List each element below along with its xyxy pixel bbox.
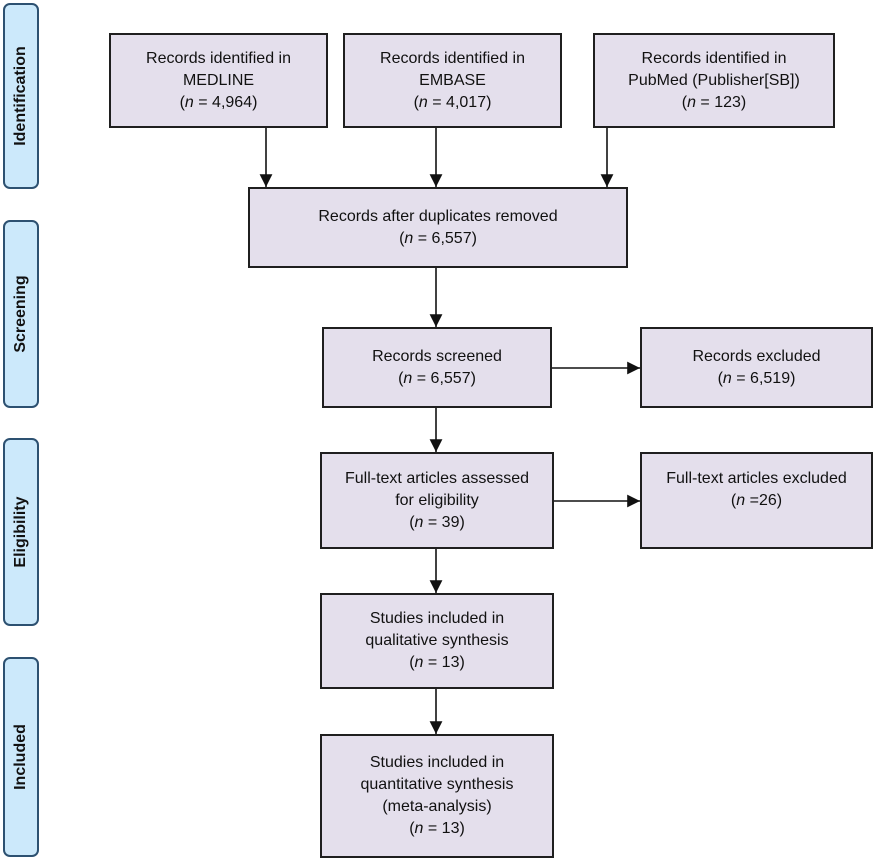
stage-identification: Identification	[3, 3, 39, 189]
box-quantitative-synthesis: Studies included in quantitative synthes…	[320, 734, 554, 858]
box-count: (n = 4,017)	[413, 93, 492, 111]
box-qualitative-synthesis: Studies included in qualitative synthesi…	[320, 593, 554, 689]
box-medline: Records identified in MEDLINE (n = 4,964…	[109, 33, 328, 128]
box-text-line: (meta-analysis)	[382, 798, 492, 815]
box-count: (n = 6,519)	[717, 369, 796, 387]
box-text-line: Records identified in	[146, 49, 291, 67]
box-text-line: Studies included in	[369, 754, 505, 771]
box-text-line: Records identified in	[641, 49, 787, 67]
box-fulltext-assessed: Full-text articles assessed for eligibil…	[320, 452, 554, 549]
box-text-line: Records screened	[372, 347, 502, 365]
box-count: (n = 39)	[409, 513, 465, 531]
box-text-line: qualitative synthesis	[365, 632, 509, 649]
box-text-line: MEDLINE	[182, 71, 255, 89]
box-records-excluded: Records excluded (n = 6,519)	[640, 327, 873, 408]
stage-included: Included	[3, 657, 39, 857]
box-text-line: PubMed (Publisher[SB])	[628, 71, 800, 89]
box-count: (n = 13)	[409, 820, 465, 837]
box-records-screened: Records screened (n = 6,557)	[322, 327, 552, 408]
box-count: (n = 4,964)	[179, 93, 258, 111]
box-text-line: EMBASE	[419, 71, 486, 89]
stage-screening: Screening	[3, 220, 39, 408]
box-text-line: Records identified in	[380, 49, 525, 67]
box-text-line: Records excluded	[692, 347, 821, 365]
box-embase: Records identified in EMBASE (n = 4,017)	[343, 33, 562, 128]
box-pubmed: Records identified in PubMed (Publisher[…	[593, 33, 835, 128]
box-count: (n = 6,557)	[398, 369, 476, 387]
box-fulltext-excluded: Full-text articles excluded (n =26)	[640, 452, 873, 549]
box-duplicates-removed: Records after duplicates removed (n = 6,…	[248, 187, 628, 268]
box-text-line: Studies included in	[369, 610, 505, 627]
box-count: (n = 6,557)	[399, 229, 477, 247]
box-count: (n = 13)	[409, 654, 465, 671]
box-text-line: quantitative synthesis	[360, 776, 514, 793]
box-text-line: Full-text articles excluded	[666, 470, 847, 487]
box-text-line: for eligibility	[395, 491, 479, 509]
stage-eligibility: Eligibility	[3, 438, 39, 626]
box-count: (n =26)	[730, 492, 783, 509]
box-text-line: Full-text articles assessed	[344, 469, 530, 487]
box-count: (n = 123)	[681, 93, 747, 111]
box-text-line: Records after duplicates removed	[318, 207, 558, 225]
